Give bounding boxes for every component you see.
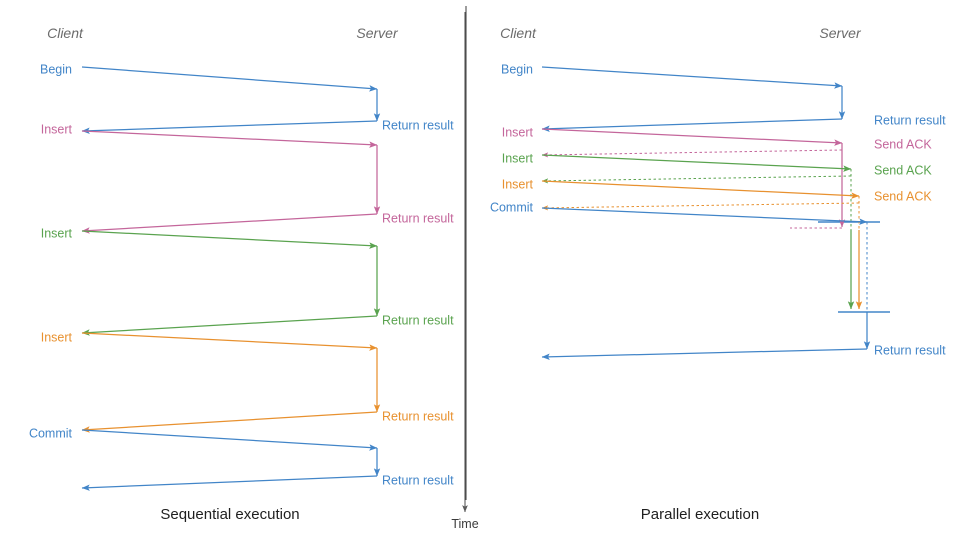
sequential-flow-begin-req xyxy=(81,66,378,92)
parallel-flow-commit-req xyxy=(541,207,868,225)
parallel-label-begin: Begin xyxy=(501,62,533,76)
axis-layer: Time xyxy=(451,6,479,531)
sequential-flow-ins3-req xyxy=(81,332,378,351)
parallel-label-commit: Commit xyxy=(490,200,534,214)
sequential-label-begin: Begin xyxy=(40,62,72,76)
sequential-label-insert-1: Insert xyxy=(41,122,73,136)
parallel-label-insert-2: Insert xyxy=(502,151,534,165)
parallel-flow-ins3-ack xyxy=(541,202,860,211)
parallel-label-insert-3: Insert xyxy=(502,177,534,191)
time-axis-label: Time xyxy=(451,517,478,531)
sequential-flow-commit-resp xyxy=(81,475,378,491)
parallel-caption: Parallel execution xyxy=(641,506,759,523)
parallel-label-ret-begin: Return result xyxy=(874,113,946,127)
sequential-label-ret-insert-2: Return result xyxy=(382,313,454,327)
parallel-flow-ins1-req xyxy=(541,128,843,146)
sequential-flow-ins3-resp xyxy=(81,411,378,433)
sequential-flow-begin-resp xyxy=(81,120,378,134)
sequential-lane-title-client: Client xyxy=(47,25,84,41)
sequential-flow-ins1-req xyxy=(81,130,378,148)
sequential-label-insert-2: Insert xyxy=(41,226,73,240)
parallel-label-ack-2: Send ACK xyxy=(874,163,932,177)
sequential-label-ret-insert-1: Return result xyxy=(382,211,454,225)
parallel-flow-ins1-ack xyxy=(541,149,843,158)
parallel-flow-begin-req xyxy=(541,66,843,89)
sequential-label-ret-commit: Return result xyxy=(382,473,454,487)
parallel-lane-title-client: Client xyxy=(500,25,537,41)
parallel-label-ack-1: Send ACK xyxy=(874,137,932,151)
sequential-flow-ins1-resp xyxy=(81,213,378,234)
parallel-label-insert-1: Insert xyxy=(502,125,534,139)
parallel-flow-commit-resp xyxy=(541,348,868,361)
parallel-label-ret-commit: Return result xyxy=(874,343,946,357)
sequential-flow-commit-req xyxy=(81,429,378,451)
sequential-label-ret-insert-3: Return result xyxy=(382,409,454,423)
sequential-flow-ins2-resp xyxy=(81,315,378,336)
parallel-flow-begin-resp xyxy=(541,118,843,132)
sequential-label-ret-begin: Return result xyxy=(382,118,454,132)
sequential-caption: Sequential execution xyxy=(160,506,299,523)
parallel-label-ack-3: Send ACK xyxy=(874,189,932,203)
parallel-flow-ins2-ack xyxy=(541,175,852,184)
sequential-flow-ins2-req xyxy=(81,230,378,249)
sequential-label-insert-3: Insert xyxy=(41,330,73,344)
parallel-lane-title-server: Server xyxy=(819,25,862,41)
sequential-lane-title-server: Server xyxy=(356,25,399,41)
parallel-flow-ins2-req xyxy=(541,154,852,172)
parallel-flow-ins3-req xyxy=(541,180,860,199)
sequential-label-commit: Commit xyxy=(29,426,73,440)
